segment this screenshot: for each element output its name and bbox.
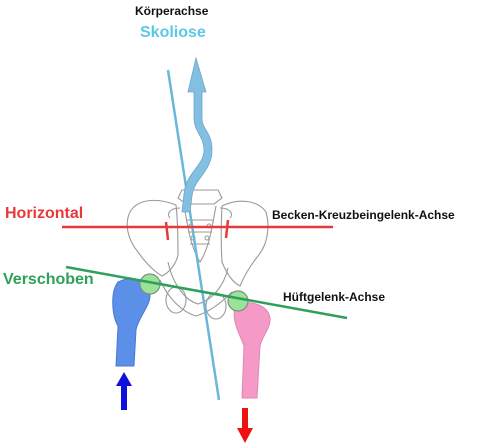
shifted-hip-axis-line (65, 265, 348, 320)
shifted-label: Verschoben (3, 271, 94, 288)
sacroiliac-axis-label: Becken-Kreuzbeingelenk-Achse (272, 208, 455, 222)
right-femur (233, 302, 271, 399)
body-axis-label: Körperachse (135, 4, 209, 18)
horizontal-label: Horizontal (5, 205, 84, 222)
arrow-up-icon (116, 372, 132, 410)
scoliosis-label: Skoliose (140, 24, 206, 41)
hip-joint-axis-label: Hüftgelenk-Achse (283, 290, 386, 304)
body-axis-line (166, 69, 221, 401)
right-hip-joint (227, 290, 249, 312)
arrow-down-icon (237, 408, 253, 443)
scoliosis-spine-arrow (181, 56, 213, 213)
sacroiliac-joint-marks (164, 219, 230, 241)
